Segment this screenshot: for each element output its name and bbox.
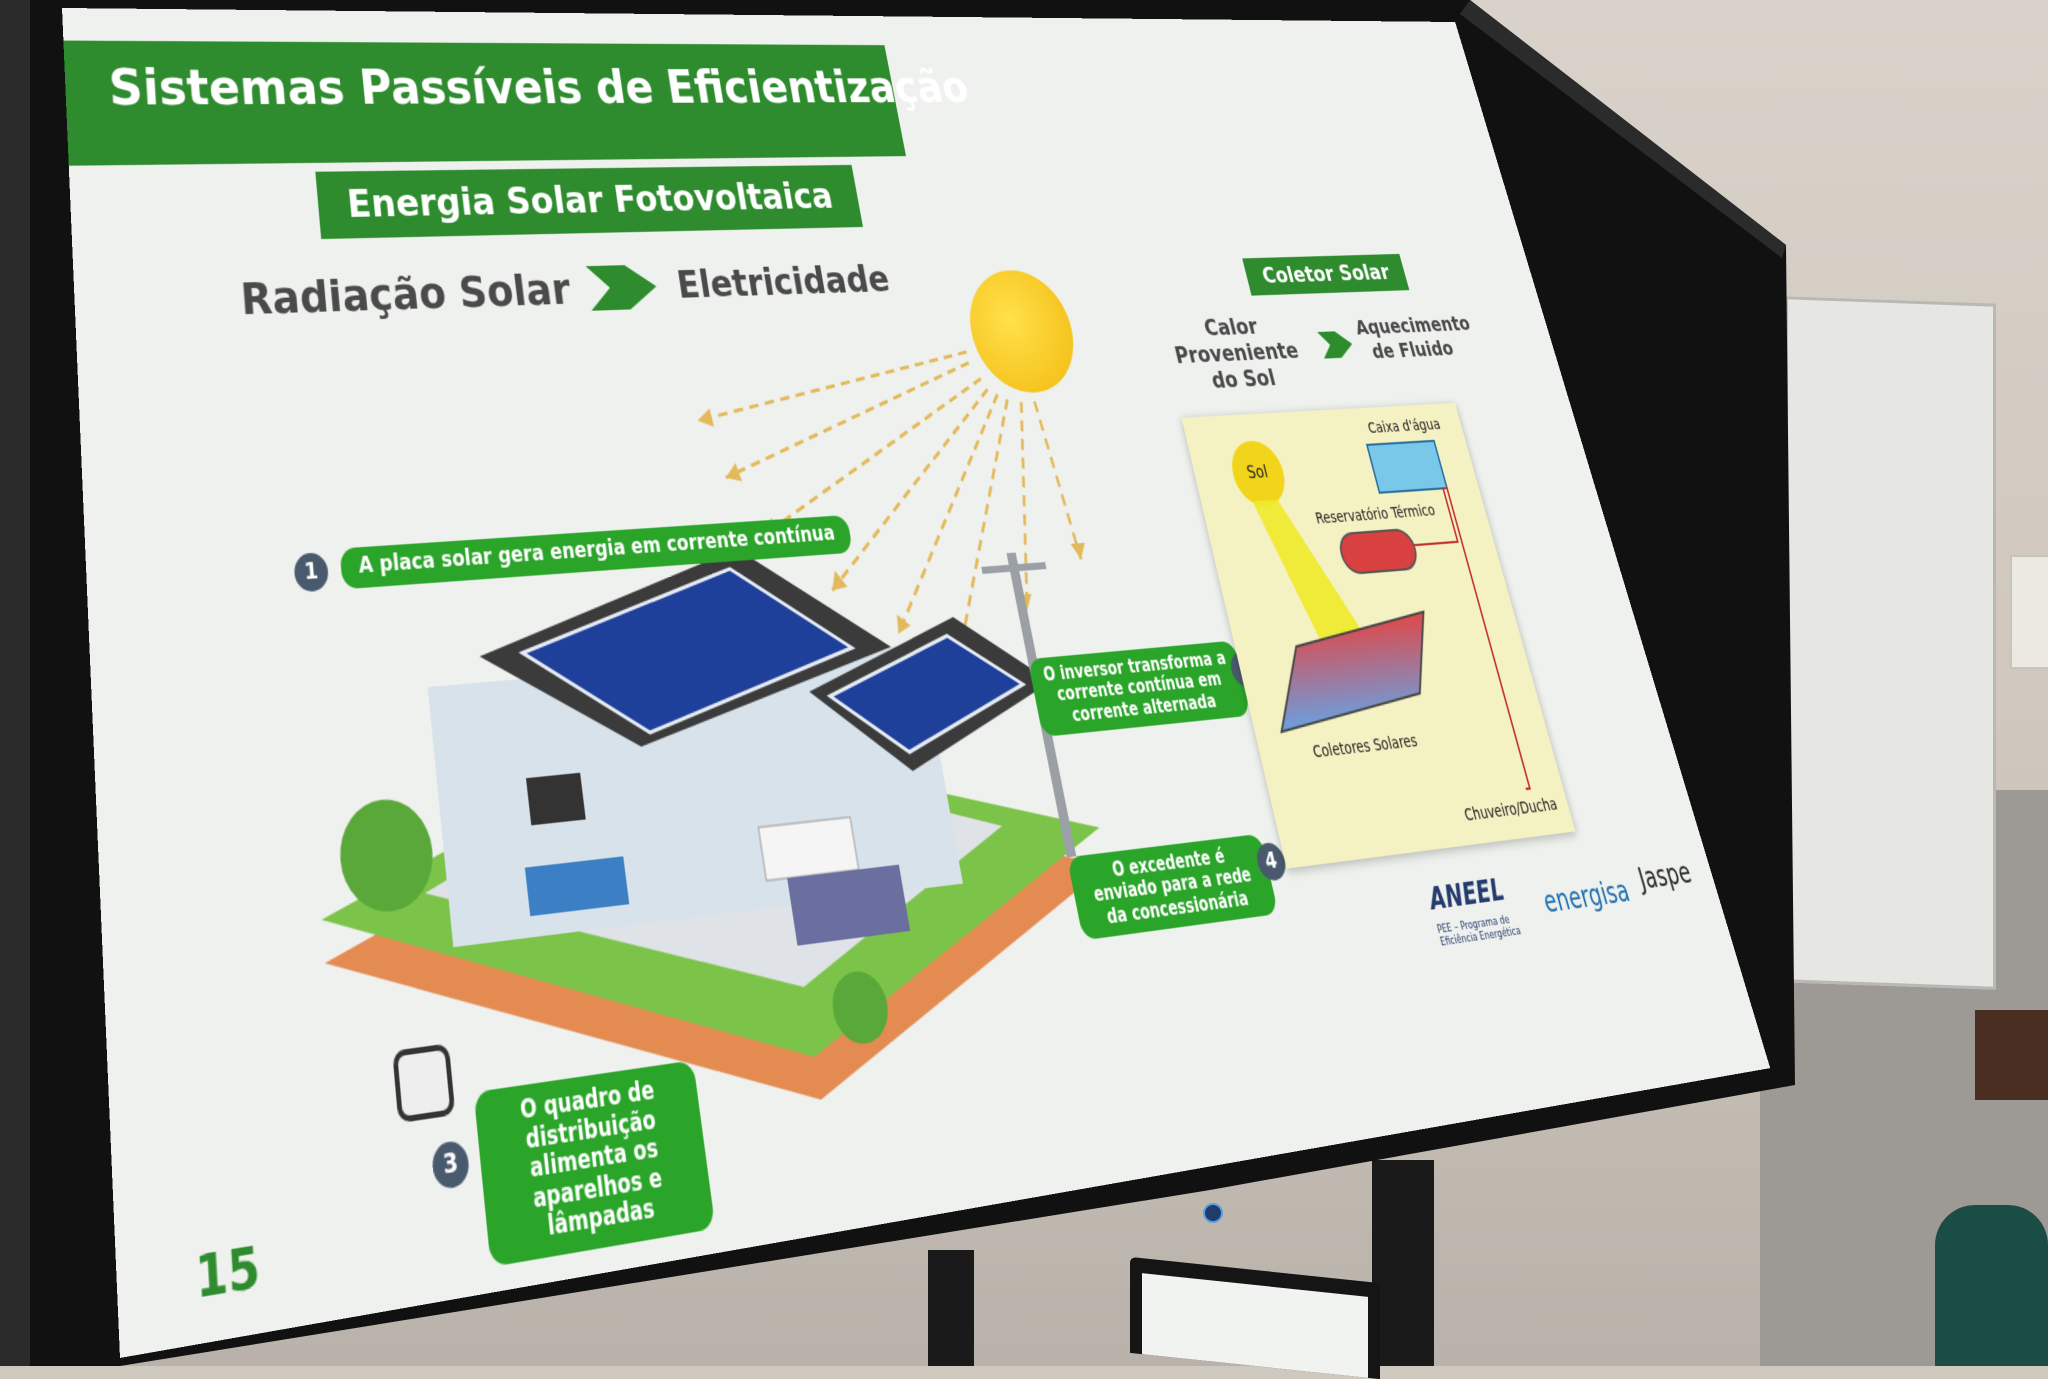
tv-stand-pole <box>1372 1160 1434 1366</box>
kitchen-counter <box>758 817 858 881</box>
aneel-logo-text: ANEEL <box>1425 872 1508 917</box>
diagram-collectors <box>1257 612 1451 732</box>
flow-left-from: Radiação Solar <box>238 264 574 325</box>
aneel-logo-subtext: PEE – Programa de Eficiência Energética <box>1436 914 1523 950</box>
tv-webcam-icon <box>1203 1203 1223 1223</box>
solar-house-illustration <box>309 539 1145 1175</box>
trash-bin <box>1935 1205 2048 1366</box>
jasper-logo: Jaspe <box>1634 855 1696 897</box>
energisa-logo: energisa <box>1539 874 1634 920</box>
house-walls <box>427 644 963 948</box>
slide-title: Sistemas Passíveis de Eficientização <box>107 60 973 117</box>
wall-outlet <box>2010 555 2048 669</box>
diagram-thermal-reservoir <box>1337 529 1420 574</box>
collector-diagram-graphic <box>1225 403 1575 869</box>
solar-collector-diagram: Sol Caixa d'água Reservatório Térmico Co… <box>1181 402 1576 869</box>
slide-subtitle: Energia Solar Fotovoltaica <box>315 164 864 240</box>
diagram-water-tank <box>1367 441 1447 493</box>
tv-screen: Sistemas Passíveis de Eficientização Ene… <box>62 8 1771 1358</box>
aneel-logo: ANEEL PEE – Programa de Eficiência Energ… <box>1425 869 1553 982</box>
screen-record-icon <box>392 1043 456 1124</box>
flow-right-from: Calor Proveniente do Sol <box>1172 313 1302 395</box>
tv-bezel-highlight <box>1460 0 1786 258</box>
page-number: 15 <box>193 1235 262 1313</box>
wall-wood-strip <box>1975 1010 2048 1100</box>
coletor-solar-badge: Coletor Solar <box>1242 253 1410 296</box>
tv-unit <box>525 772 586 826</box>
flow-right-to: Aquecimento de Fluido <box>1352 310 1473 364</box>
flow-right-arrow-icon <box>1317 330 1356 359</box>
tv-stand-pole-left <box>928 1250 974 1366</box>
flow-left-arrow-icon <box>585 264 660 311</box>
